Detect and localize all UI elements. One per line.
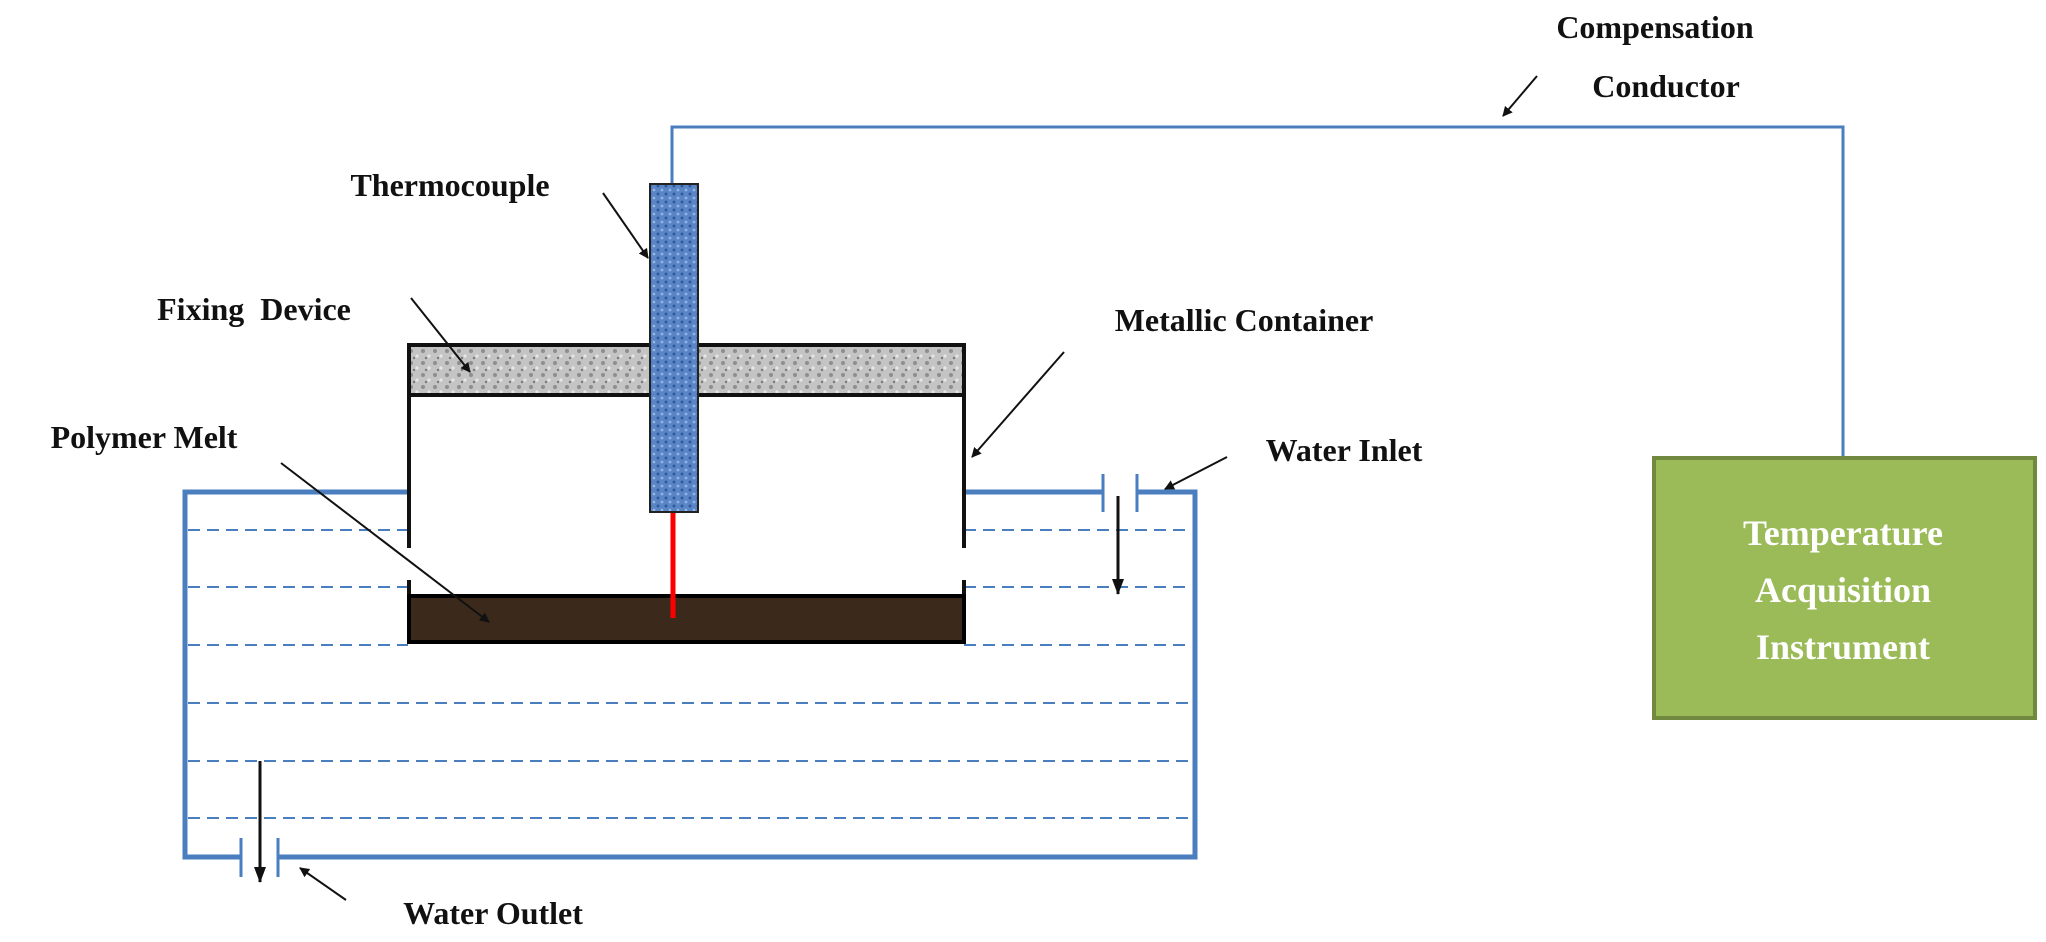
instrument-label-line3: Instrument (1756, 627, 1930, 667)
temperature-acquisition-instrument: Temperature Acquisition Instrument (1652, 456, 2037, 720)
label-compensation-line1: Compensation (1556, 9, 1754, 45)
thermocouple (649, 183, 699, 513)
compensation-conductor-wire (670, 125, 1845, 457)
polymer-melt (407, 594, 966, 644)
instrument-label-line2: Acquisition (1755, 570, 1931, 610)
thermocouple-arrow (602, 192, 649, 259)
water-level-lines (188, 529, 1192, 819)
water-tank (182, 474, 1198, 883)
label-polymer-melt: Polymer Melt (51, 419, 238, 455)
polymer-melt-arrow (280, 462, 490, 623)
label-water-outlet: Water Outlet (403, 895, 583, 931)
metallic-container-arrow (971, 351, 1065, 458)
label-compensation-line2: Conductor (1592, 68, 1740, 104)
fixing-device-arrow (410, 297, 471, 373)
label-metallic-container: Metallic Container (1115, 302, 1374, 338)
water-inlet-arrow (1164, 456, 1228, 490)
label-thermocouple: Thermocouple (350, 167, 549, 203)
water-outlet-arrow (299, 867, 347, 901)
label-water-inlet: Water Inlet (1266, 432, 1423, 468)
label-fixing-device: Fixing Device (157, 291, 351, 327)
compensation-arrow (1502, 75, 1538, 117)
instrument-label-line1: Temperature (1743, 513, 1943, 553)
